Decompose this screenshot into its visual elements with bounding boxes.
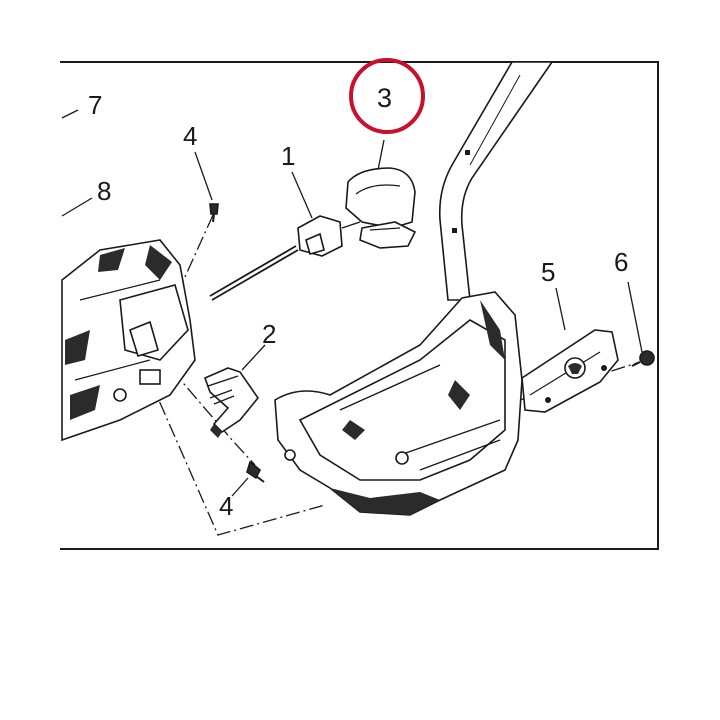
callout-4-top: 4: [183, 121, 197, 151]
frame-tube: [438, 61, 554, 301]
callout-3: 3: [377, 83, 392, 113]
callout-7: 7: [88, 90, 102, 120]
diagram-frame: [60, 61, 659, 550]
assembly-lines: [149, 214, 641, 536]
screw-part-4-top: [209, 203, 219, 223]
callout-4-bottom: 4: [219, 491, 233, 521]
callout-8: 8: [97, 176, 111, 206]
screw-part-4-bottom: [246, 460, 265, 483]
connector-part-1: [209, 215, 361, 301]
callout-2: 2: [262, 319, 276, 349]
callout-1: 1: [281, 141, 295, 171]
tube-mark: [452, 228, 457, 233]
fairing-shell: [274, 291, 523, 516]
callout-6: 6: [614, 247, 628, 277]
dashboard-assembly: [61, 239, 196, 442]
tube-mark: [465, 150, 470, 155]
highlight-circle: [349, 58, 425, 134]
screw-part-6: [631, 350, 655, 367]
callout-leaders: [61, 109, 643, 497]
callout-5: 5: [541, 257, 555, 287]
cover-part-3: [345, 167, 417, 249]
callout-labels: 3 1 4 7 8 2 5 6 4: [88, 83, 628, 521]
bracket-part-2: [203, 367, 260, 438]
logo-cover-part-5: [521, 329, 619, 413]
